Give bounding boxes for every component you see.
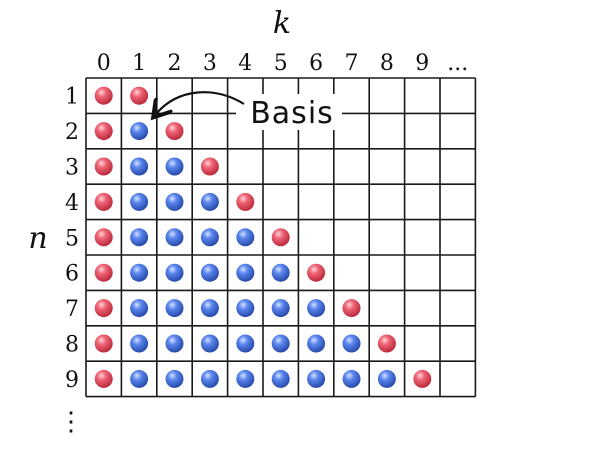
row-labels: 1 2 3 4 5 6 7 8 9 [65, 85, 79, 393]
k-axis-symbol: k [273, 6, 291, 41]
blue-ball [307, 369, 326, 388]
column-label: 0 [97, 51, 111, 76]
blue-ball [165, 334, 184, 353]
blue-ball [271, 263, 290, 282]
red-ball [94, 86, 113, 105]
column-label: 8 [380, 51, 394, 76]
blue-ball [271, 369, 290, 388]
column-label: 5 [274, 51, 288, 76]
blue-ball [200, 334, 219, 353]
blue-ball [130, 228, 149, 247]
blue-ball [377, 369, 396, 388]
blue-ball [130, 122, 149, 141]
row-label: 5 [65, 226, 79, 251]
blue-ball [271, 334, 290, 353]
red-ball [94, 192, 113, 211]
red-ball [94, 299, 113, 318]
balls-layer [94, 86, 432, 388]
red-ball [94, 122, 113, 141]
row-label: 7 [65, 297, 79, 322]
red-ball [94, 369, 113, 388]
red-ball [94, 334, 113, 353]
blue-ball [236, 299, 255, 318]
blue-ball [165, 369, 184, 388]
red-ball [413, 369, 432, 388]
basis-label-backdrop [236, 94, 342, 130]
blue-ball [200, 192, 219, 211]
column-label: 9 [415, 51, 429, 76]
blue-ball [236, 263, 255, 282]
red-ball [130, 86, 149, 105]
row-label: 1 [65, 85, 79, 110]
column-label: 2 [168, 51, 182, 76]
red-ball [377, 334, 396, 353]
blue-ball [236, 228, 255, 247]
blue-ball [165, 228, 184, 247]
row-label: 2 [65, 120, 79, 145]
red-ball [94, 157, 113, 176]
blue-ball [130, 334, 149, 353]
blue-ball [165, 157, 184, 176]
blue-ball [307, 334, 326, 353]
basis-annotation: Basis [156, 91, 342, 131]
red-ball [165, 122, 184, 141]
row-ellipsis: ⋮ [58, 407, 84, 437]
blue-ball [165, 299, 184, 318]
n-axis-symbol: n [28, 221, 47, 256]
blue-ball [130, 157, 149, 176]
blue-ball [307, 299, 326, 318]
red-ball [94, 263, 113, 282]
red-ball [271, 228, 290, 247]
column-label: 7 [345, 51, 359, 76]
column-label: 6 [309, 51, 323, 76]
blue-ball [200, 228, 219, 247]
blue-ball [236, 369, 255, 388]
row-label: 3 [65, 156, 79, 181]
red-ball [200, 157, 219, 176]
blue-ball [130, 299, 149, 318]
column-label: 1 [132, 51, 146, 76]
column-label: 3 [203, 51, 217, 76]
red-ball [307, 263, 326, 282]
column-label: ... [447, 51, 468, 76]
blue-ball [200, 263, 219, 282]
blue-ball [165, 263, 184, 282]
row-label: 4 [65, 191, 79, 216]
blue-ball [130, 369, 149, 388]
grid-lines [85, 77, 477, 398]
blue-ball [200, 369, 219, 388]
column-label: 4 [238, 51, 252, 76]
blue-ball [342, 334, 361, 353]
red-ball [94, 228, 113, 247]
blue-ball [130, 192, 149, 211]
blue-ball [130, 263, 149, 282]
blue-ball [342, 369, 361, 388]
red-ball [342, 299, 361, 318]
blue-ball [271, 299, 290, 318]
blue-ball [236, 334, 255, 353]
basis-arrow [156, 91, 245, 114]
row-label: 8 [65, 333, 79, 358]
row-label: 9 [65, 368, 79, 393]
basis-label: Basis [250, 96, 334, 131]
row-label: 6 [65, 262, 79, 287]
blue-ball [200, 299, 219, 318]
blue-ball [165, 192, 184, 211]
red-ball [236, 192, 255, 211]
